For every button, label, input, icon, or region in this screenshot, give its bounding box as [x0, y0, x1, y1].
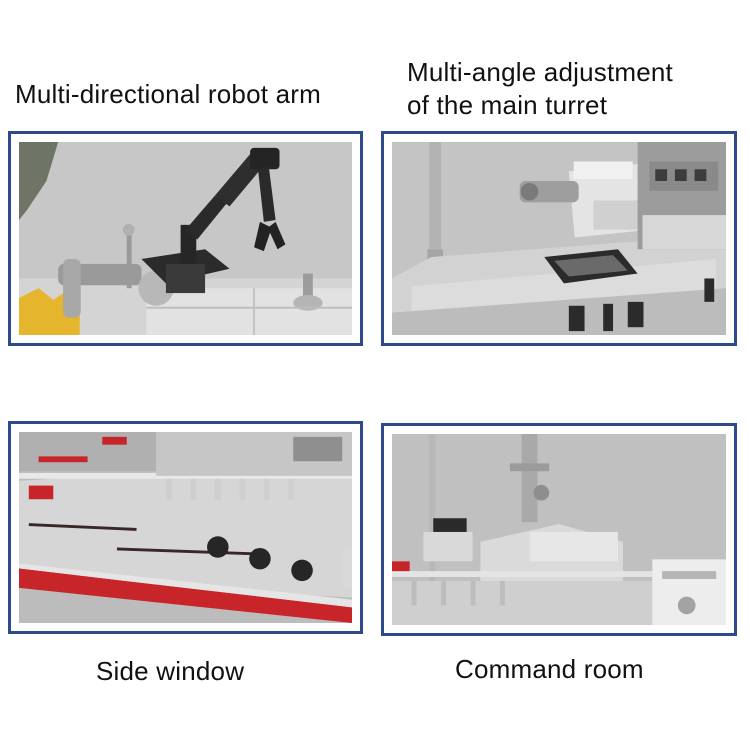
- caption-main-turret-line1: Multi-angle adjustment: [407, 57, 673, 87]
- porthole-window: [291, 559, 313, 582]
- caption-robot-arm: Multi-directional robot arm: [15, 79, 321, 109]
- porthole-window: [207, 536, 229, 558]
- caption-side-window: Side window: [96, 656, 245, 686]
- caption-command-room: Command room: [455, 654, 644, 684]
- panel-main-turret: [381, 131, 737, 346]
- caption-main-turret: Multi-angle adjustment of the main turre…: [407, 56, 673, 122]
- photo-command-room: [392, 434, 726, 625]
- photo-main-turret: [392, 142, 726, 335]
- panel-robot-arm: [8, 131, 363, 346]
- main-turret-illustration: [392, 142, 726, 335]
- robot-arm-illustration: [19, 142, 352, 335]
- panel-side-window: [8, 421, 363, 634]
- side-window-illustration: [19, 432, 352, 623]
- panel-command-room: [381, 423, 737, 636]
- photo-robot-arm: [19, 142, 352, 335]
- command-room-illustration: [392, 434, 726, 625]
- caption-main-turret-line2: of the main turret: [407, 90, 608, 120]
- porthole-window: [249, 547, 271, 570]
- photo-side-window: [19, 432, 352, 623]
